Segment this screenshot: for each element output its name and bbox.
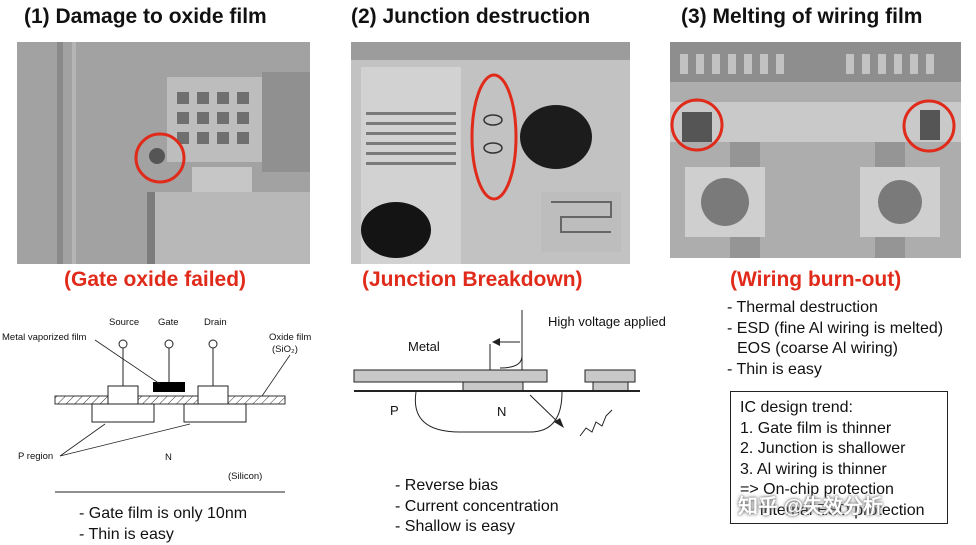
oxide-damage-photo xyxy=(17,42,310,264)
trend-heading: IC design trend: xyxy=(740,398,947,419)
wiring-damage-photo xyxy=(670,42,961,258)
bullet: - Current concentration xyxy=(395,497,559,518)
panel2-caption: (Junction Breakdown) xyxy=(362,268,583,292)
bullet: - ESD (fine Al wiring is melted) xyxy=(727,319,943,340)
oxide-film-label: Oxide film xyxy=(269,332,311,343)
high-voltage-label: High voltage applied xyxy=(548,314,666,329)
oxide-formula-label: (SiO₂) xyxy=(272,344,298,355)
panel3-title: (3) Melting of wiring film xyxy=(681,5,922,29)
metal-vaporized-label: Metal vaporized film xyxy=(2,332,86,343)
bullet: - Thermal destruction xyxy=(727,298,943,319)
panel1-title: (1) Damage to oxide film xyxy=(24,5,267,29)
mos-cross-section-diagram: Source Gate Drain Metal vaporized film O… xyxy=(0,300,330,500)
bullet: - Reverse bias xyxy=(395,476,559,497)
silicon-label: (Silicon) xyxy=(228,471,262,482)
p-region-label: P region xyxy=(18,451,53,462)
gate-label: Gate xyxy=(158,317,179,328)
n-region-label: N xyxy=(165,452,172,463)
bullet: - Thin is easy xyxy=(79,525,247,545)
panel2-bullets: - Reverse bias - Current concentration -… xyxy=(395,476,559,538)
bullet: - Gate film is only 10nm xyxy=(79,504,247,525)
p-label: P xyxy=(390,403,399,418)
junction-damage-photo xyxy=(351,42,630,264)
panel1-bullets: - Gate film is only 10nm - Thin is easy xyxy=(79,504,247,545)
trend-item: 3. Al wiring is thinner xyxy=(740,460,947,481)
metal-label: Metal xyxy=(408,339,440,354)
junction-breakdown-diagram: High voltage applied Metal P N xyxy=(340,300,670,440)
bullet: - Thin is easy xyxy=(727,360,943,381)
trend-item: 1. Gate film is thinner xyxy=(740,419,947,440)
bullet: EOS (coarse Al wiring) xyxy=(727,339,943,360)
bullet: - Shallow is easy xyxy=(395,517,559,538)
trend-item: 2. Junction is shallower xyxy=(740,439,947,460)
watermark-logo: 知乎 @失效分析 xyxy=(738,490,883,519)
panel3-caption: (Wiring burn-out) xyxy=(730,268,901,292)
panel3-bullets: - Thermal destruction - ESD (fine Al wir… xyxy=(727,298,943,380)
panel2-title: (2) Junction destruction xyxy=(351,5,590,29)
source-label: Source xyxy=(109,317,139,328)
drain-label: Drain xyxy=(204,317,227,328)
panel1-caption: (Gate oxide failed) xyxy=(64,268,246,292)
n-label: N xyxy=(497,404,506,419)
